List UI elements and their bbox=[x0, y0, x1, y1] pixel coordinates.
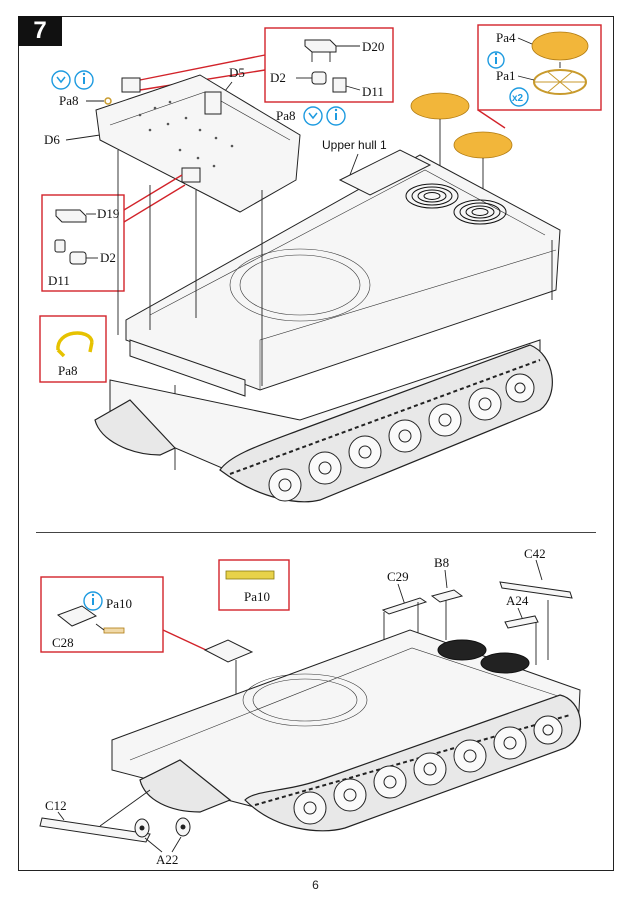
quantity-badge-x2: x2 bbox=[509, 87, 529, 107]
part-d11-mid bbox=[54, 239, 66, 253]
part-c42 bbox=[499, 581, 573, 599]
callout-box-d20 bbox=[264, 27, 394, 103]
part-d11-top bbox=[332, 77, 361, 93]
part-a22-right bbox=[175, 817, 191, 837]
label-d6: D6 bbox=[44, 132, 60, 147]
part-c12 bbox=[39, 817, 151, 843]
label-pa10-inset: Pa10 bbox=[106, 596, 132, 611]
label-d11-top: D11 bbox=[362, 84, 384, 99]
info-icon bbox=[74, 70, 94, 90]
label-c12: C12 bbox=[45, 798, 67, 813]
part-d19-mount bbox=[181, 167, 201, 183]
label-pa4: Pa4 bbox=[496, 30, 516, 45]
label-d2-mid: D2 bbox=[100, 250, 116, 265]
part-d20-bracket bbox=[304, 39, 360, 62]
callout-box-pa4 bbox=[477, 24, 602, 111]
part-d2-top bbox=[296, 71, 327, 85]
lower-hull-tracks bbox=[94, 339, 553, 503]
part-c28-placed bbox=[203, 639, 254, 663]
label-a22: A22 bbox=[156, 852, 178, 867]
label-b8: B8 bbox=[434, 555, 449, 570]
callout-leader bbox=[139, 54, 266, 81]
bend-down-icon bbox=[303, 106, 323, 126]
callout-leader bbox=[123, 184, 186, 223]
callout-box-pa10 bbox=[218, 559, 290, 611]
page-frame bbox=[18, 16, 614, 871]
bend-down-icon bbox=[51, 70, 71, 90]
callout-box-c28 bbox=[40, 576, 164, 653]
part-d2-mid bbox=[69, 251, 87, 265]
step-number-badge: 7 bbox=[18, 16, 62, 46]
part-pa4-grille bbox=[531, 31, 589, 61]
part-d19-bracket bbox=[55, 209, 96, 223]
tank-hull-lower bbox=[111, 629, 581, 832]
label-d2-top: D2 bbox=[270, 70, 286, 85]
part-c28 bbox=[56, 605, 98, 627]
part-d5 bbox=[204, 91, 222, 115]
callout-box-d19 bbox=[41, 194, 125, 292]
callout-leader bbox=[162, 629, 207, 651]
part-pa10 bbox=[225, 570, 275, 580]
callout-leader bbox=[477, 109, 506, 129]
part-pa4-grille-right bbox=[453, 131, 513, 159]
label-d19: D19 bbox=[97, 206, 119, 221]
svg-text:x2: x2 bbox=[512, 93, 524, 104]
part-pa1-ring bbox=[533, 69, 587, 95]
label-d11-mid: D11 bbox=[48, 273, 70, 288]
callout-box-pa8 bbox=[39, 315, 107, 383]
part-d20-mount bbox=[121, 77, 141, 93]
label-c42: C42 bbox=[524, 546, 546, 561]
rear-plate-assembly bbox=[95, 74, 301, 213]
callout-leader bbox=[123, 174, 183, 211]
label-pa8-box: Pa8 bbox=[58, 363, 78, 378]
label-a24: A24 bbox=[506, 593, 529, 608]
part-b8 bbox=[430, 589, 464, 603]
part-pa8-small bbox=[104, 97, 112, 105]
label-d5: D5 bbox=[229, 65, 245, 80]
label-c28: C28 bbox=[52, 635, 74, 650]
label-d20: D20 bbox=[362, 39, 384, 54]
section-divider bbox=[36, 532, 596, 533]
label-pa10-box: Pa10 bbox=[244, 589, 270, 604]
info-icon bbox=[326, 106, 346, 126]
upper-hull-1 bbox=[125, 149, 561, 397]
label-pa1: Pa1 bbox=[496, 68, 516, 83]
part-pa4-grille-left bbox=[410, 92, 470, 120]
info-icon bbox=[83, 591, 103, 611]
part-pa8-handle bbox=[56, 331, 94, 358]
leader-pa1 bbox=[517, 75, 535, 81]
page-number: 6 bbox=[312, 878, 319, 892]
label-pa8-left: Pa8 bbox=[59, 93, 79, 108]
label-upper-hull: Upper hull 1 bbox=[322, 138, 387, 152]
part-a22-left bbox=[134, 818, 150, 838]
part-pa10-small bbox=[103, 627, 125, 634]
info-icon bbox=[487, 51, 505, 69]
leader-pa4 bbox=[517, 37, 533, 45]
label-pa8-center: Pa8 bbox=[276, 108, 296, 123]
part-c29 bbox=[381, 597, 428, 615]
part-a24 bbox=[504, 615, 539, 629]
label-c29: C29 bbox=[387, 569, 409, 584]
